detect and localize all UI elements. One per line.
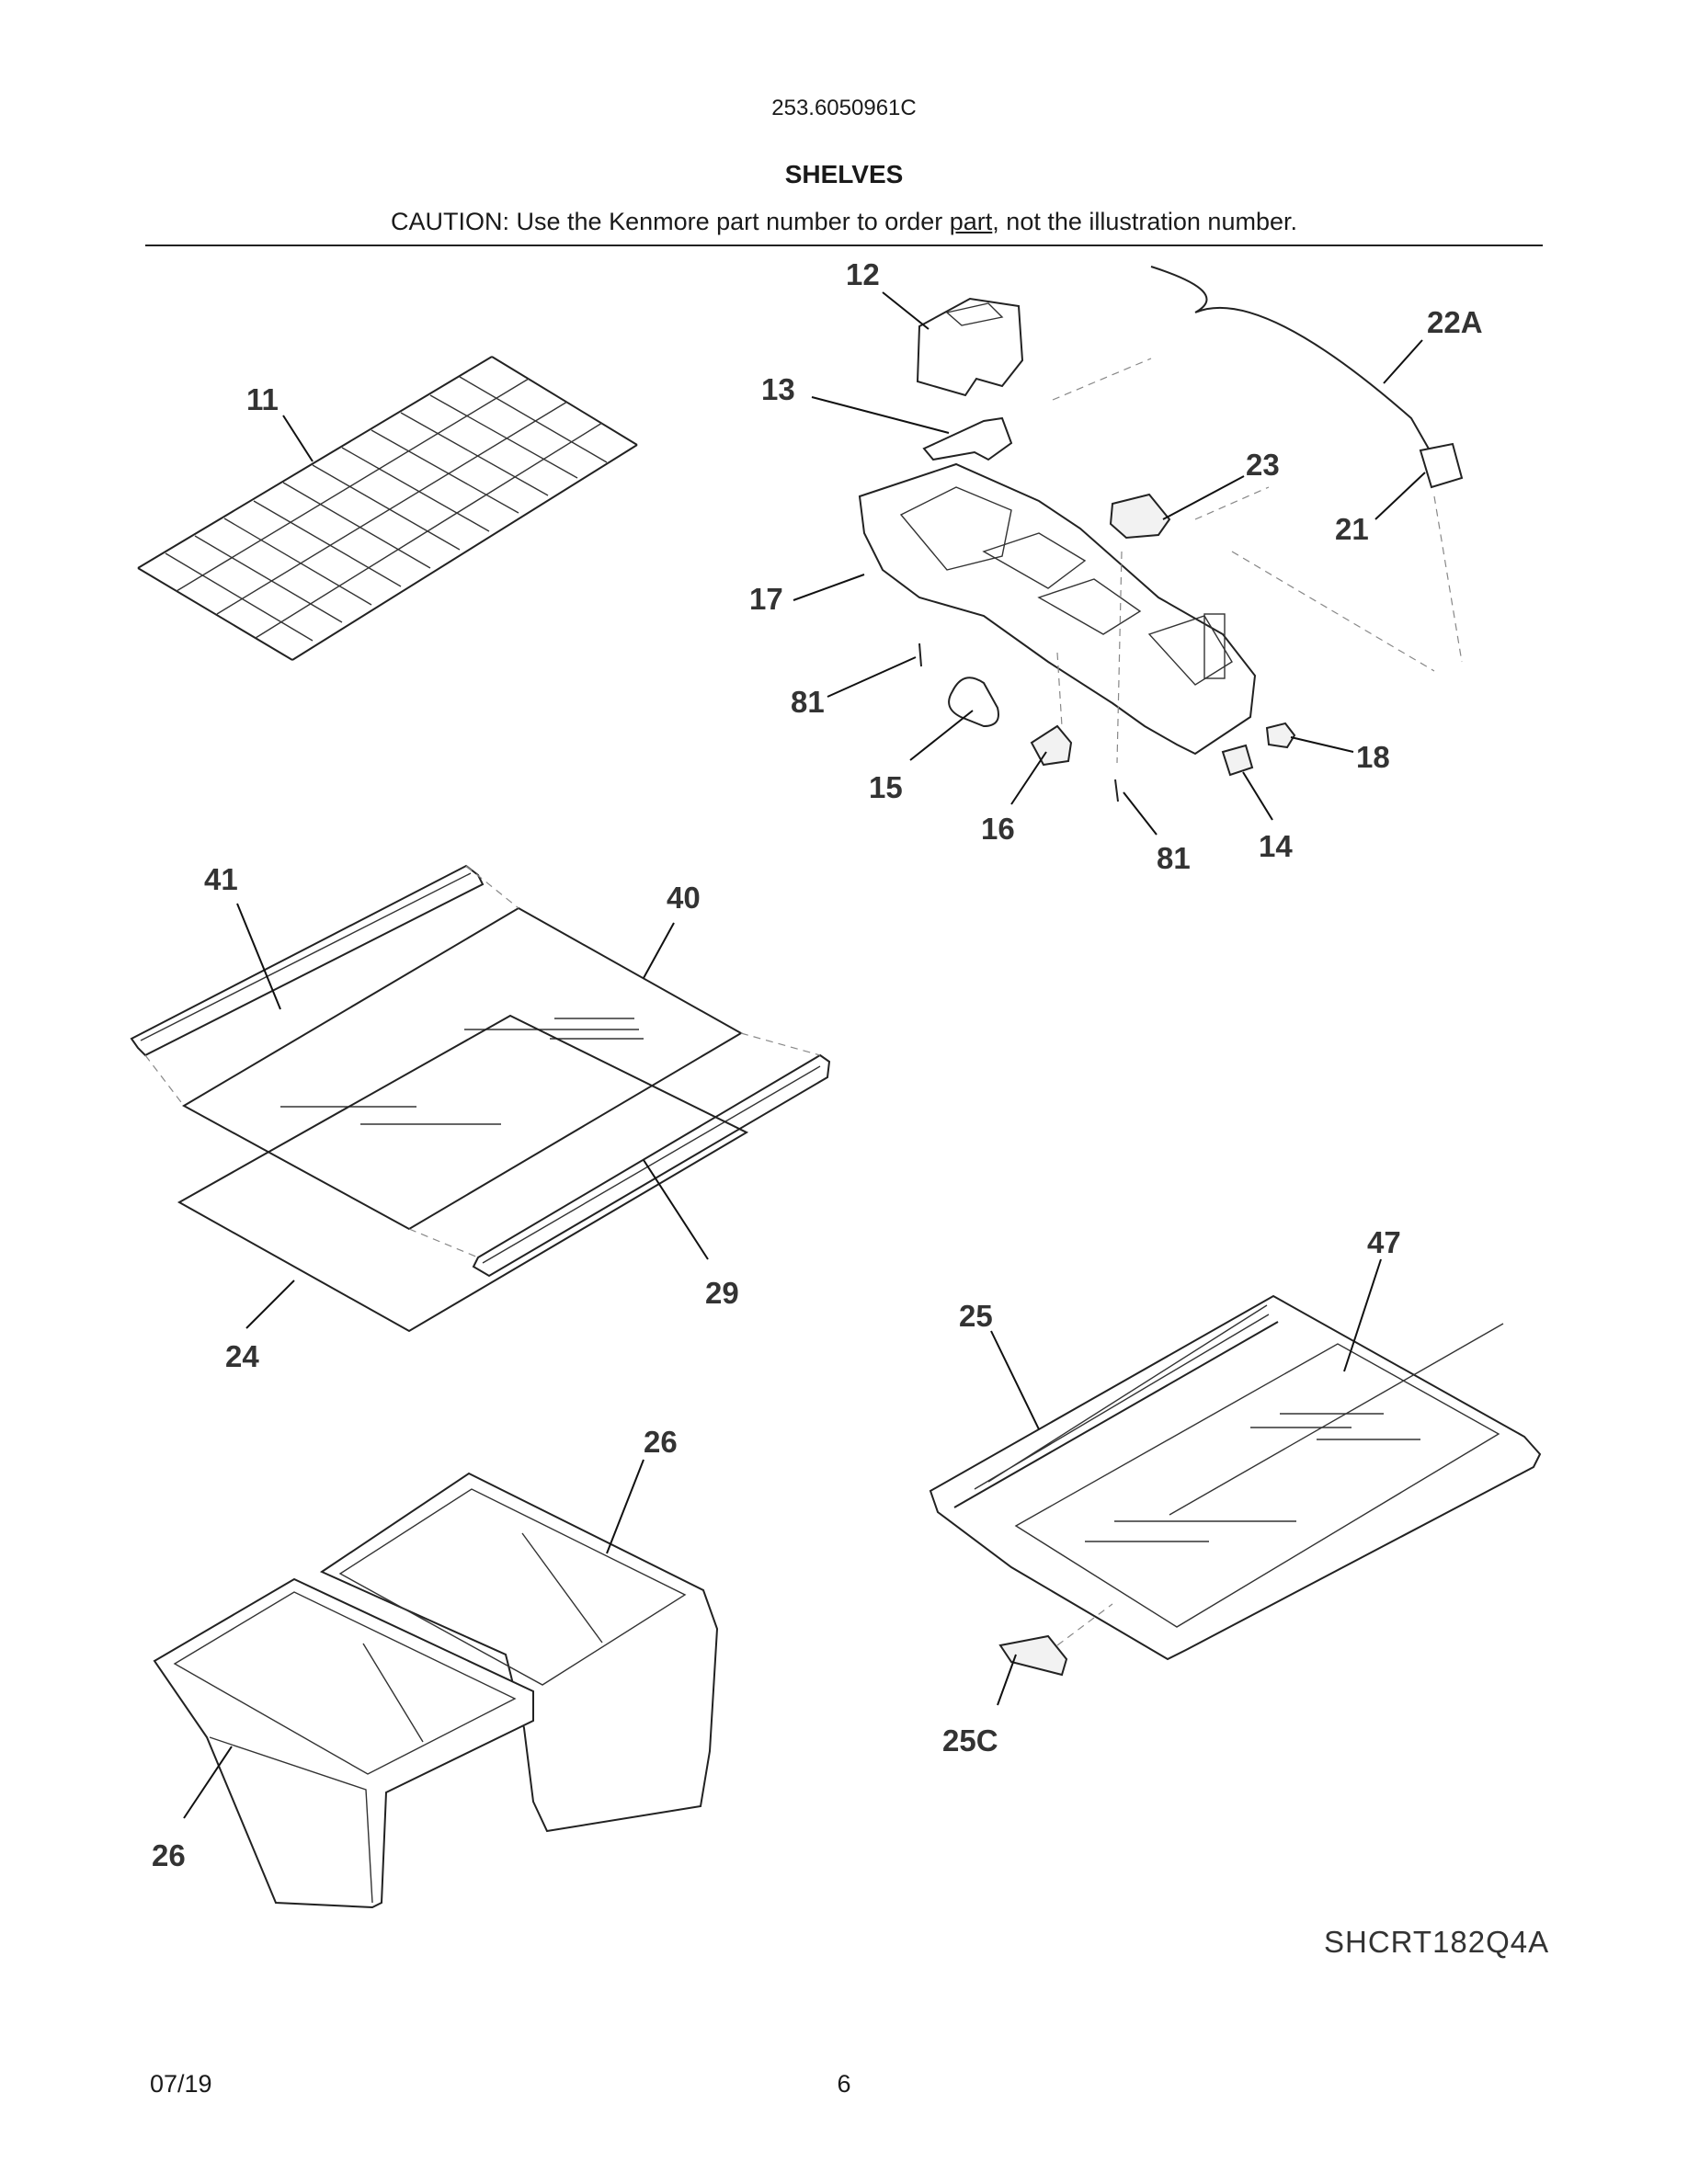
callout-21: 21 bbox=[1335, 512, 1369, 546]
callout-leader-lines bbox=[183, 291, 1426, 1819]
callout-11: 11 bbox=[246, 382, 279, 416]
clip-part-25c bbox=[998, 1634, 1068, 1677]
screw-part-81-lower bbox=[1114, 779, 1119, 802]
callout-25c: 25C bbox=[942, 1723, 998, 1757]
control-part-23 bbox=[1109, 493, 1171, 540]
glass-shelf-assembly bbox=[130, 864, 831, 1333]
shelf-frame-part-24 bbox=[177, 1014, 749, 1333]
callout-81-upper: 81 bbox=[791, 685, 825, 719]
callout-12: 12 bbox=[846, 257, 880, 291]
callout-16: 16 bbox=[981, 812, 1015, 846]
caution-part-word: part bbox=[949, 208, 993, 235]
socket-part-16 bbox=[1030, 724, 1073, 767]
housing-part-17 bbox=[858, 462, 1257, 756]
switch-part-21 bbox=[1419, 442, 1464, 489]
bulb-part-15 bbox=[948, 677, 999, 728]
wire-shelf-part-11 bbox=[137, 356, 638, 661]
screw-part-81 bbox=[918, 643, 922, 667]
callout-40: 40 bbox=[667, 881, 701, 915]
callout-17: 17 bbox=[749, 582, 783, 616]
caution-note: CAUTION: Use the Kenmore part number to … bbox=[0, 208, 1688, 236]
model-number: 253.6050961C bbox=[771, 96, 917, 120]
callout-26-right: 26 bbox=[644, 1425, 678, 1459]
crisper-cover-assembly bbox=[929, 1294, 1542, 1677]
callout-23: 23 bbox=[1246, 448, 1280, 482]
light-housing-assembly bbox=[858, 266, 1464, 802]
callout-24: 24 bbox=[225, 1339, 259, 1373]
switch-part-14 bbox=[1221, 744, 1254, 777]
caution-text-start: CAUTION: Use the Kenmore part number to … bbox=[391, 208, 950, 235]
callout-47: 47 bbox=[1367, 1225, 1401, 1259]
footer-date: 07/19 bbox=[150, 2070, 212, 2098]
callout-13: 13 bbox=[761, 372, 795, 406]
page-number: 6 bbox=[837, 2070, 851, 2098]
callout-18: 18 bbox=[1356, 740, 1390, 774]
section-title: SHELVES bbox=[784, 160, 904, 188]
button-part-18 bbox=[1265, 722, 1296, 749]
callout-15: 15 bbox=[869, 770, 903, 804]
caution-text-end: , not the illustration number. bbox=[992, 208, 1297, 235]
crisper-drawers-part-26 bbox=[153, 1472, 719, 1909]
callout-14: 14 bbox=[1259, 829, 1293, 863]
callout-22a: 22A bbox=[1427, 305, 1483, 339]
callout-25: 25 bbox=[959, 1299, 993, 1333]
control-knob-part-12 bbox=[916, 297, 1024, 397]
shield-part-13 bbox=[922, 416, 1013, 461]
callout-81-lower: 81 bbox=[1157, 841, 1191, 875]
header-divider bbox=[145, 245, 1543, 246]
callout-41: 41 bbox=[204, 862, 238, 896]
figure-code: SHCRT182Q4A bbox=[1324, 1925, 1550, 1959]
callout-29: 29 bbox=[705, 1276, 739, 1310]
glass-insert-part-47 bbox=[1014, 1343, 1500, 1628]
callout-26-left: 26 bbox=[152, 1838, 186, 1872]
